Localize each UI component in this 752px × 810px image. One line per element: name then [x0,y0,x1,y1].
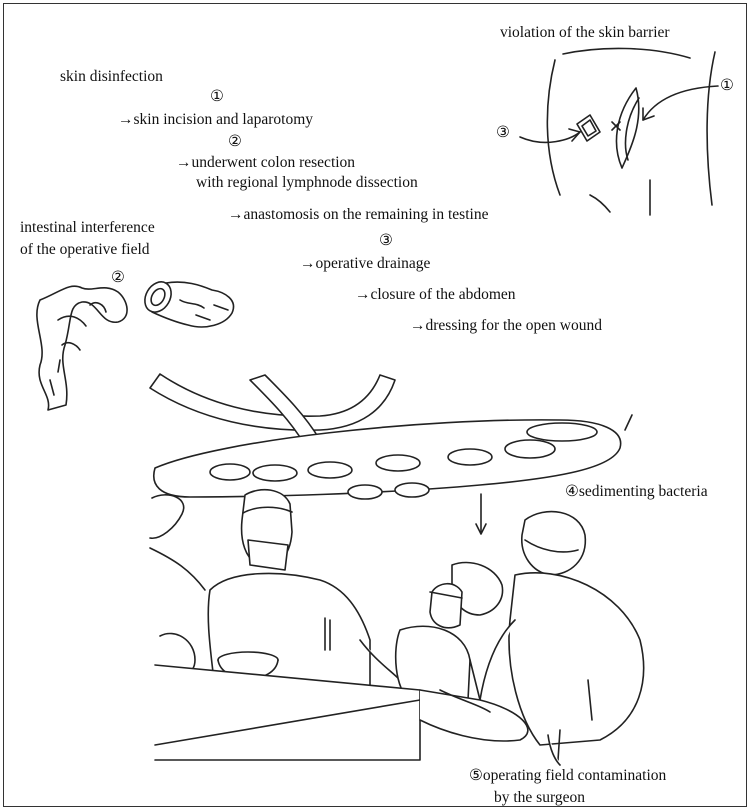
operating-room-illustration [0,0,752,810]
